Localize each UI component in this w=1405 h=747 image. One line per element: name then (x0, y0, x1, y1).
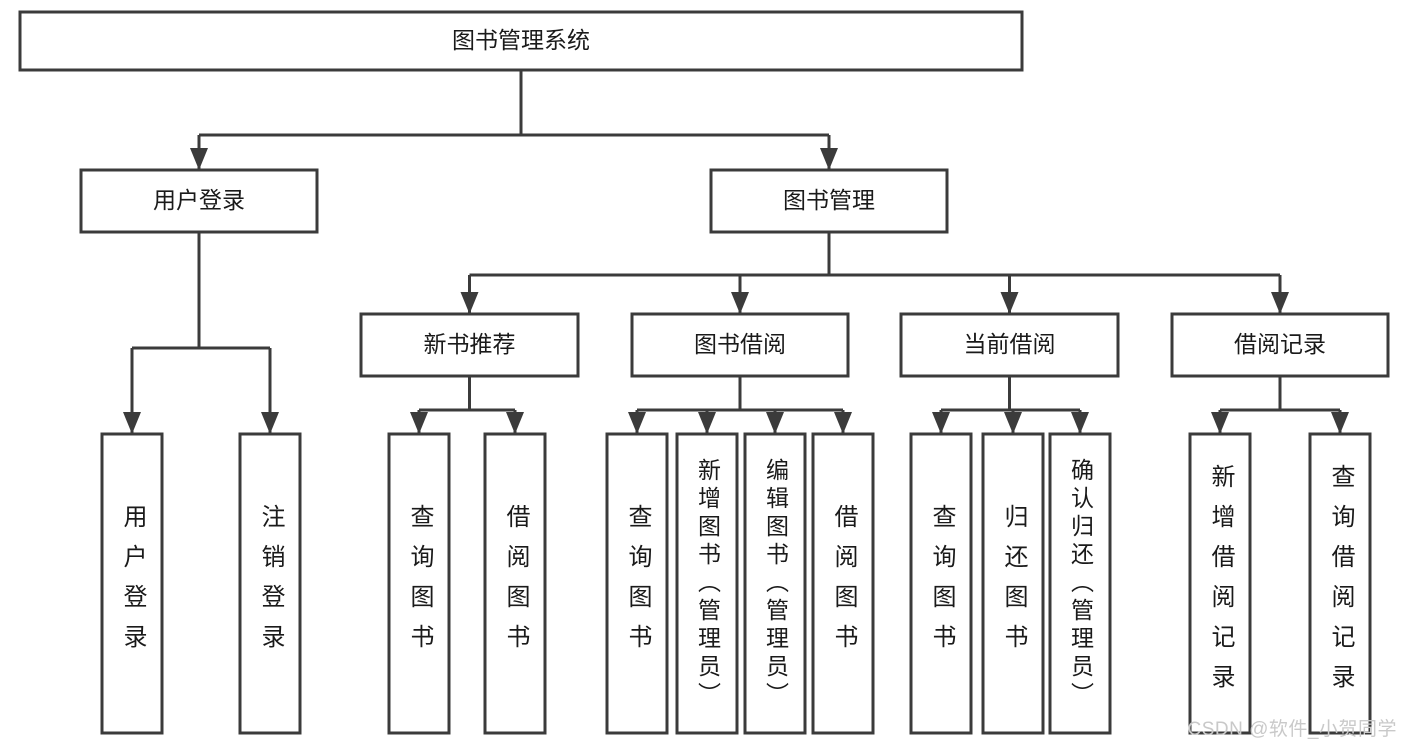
node-box-leaf-borrow-book-2[interactable] (811, 432, 875, 735)
node-box-new-book-recommend[interactable] (359, 312, 580, 378)
arrow-head (410, 412, 428, 434)
node-box-leaf-query-book-1[interactable] (387, 432, 451, 735)
arrow-head (731, 292, 749, 314)
node-box-leaf-add-book[interactable] (675, 432, 739, 735)
node-label-book-manage: 图书管理 (783, 187, 875, 213)
node-label-root: 图书管理系统 (452, 27, 590, 53)
edge-group-user-login (123, 232, 279, 434)
arrow-head (1331, 412, 1349, 434)
arrow-head (698, 412, 716, 434)
edge-group-book-borrow (628, 376, 852, 434)
node-box-user-login[interactable] (79, 168, 319, 234)
node-label-current-borrow: 当前借阅 (964, 331, 1056, 357)
arrow-head (460, 292, 479, 314)
arrow-head (834, 412, 852, 434)
node-label-book-borrow: 图书借阅 (694, 331, 786, 357)
edges-layer (123, 70, 1349, 434)
node-box-borrow-record[interactable] (1170, 312, 1390, 378)
arrow-head (1071, 412, 1089, 434)
arrow-head (261, 412, 279, 434)
node-box-leaf-query-record[interactable] (1308, 432, 1372, 735)
arrow-head (123, 412, 141, 434)
edge-group-borrow-record (1211, 376, 1349, 434)
arrow-head (1004, 412, 1022, 434)
edge-group-root (190, 70, 838, 170)
node-label-borrow-record: 借阅记录 (1234, 331, 1326, 357)
node-label-user-login: 用户登录 (153, 187, 245, 213)
arrow-head (628, 412, 646, 434)
arrow-head (1211, 412, 1229, 434)
edge-group-book-manage (460, 232, 1289, 314)
node-box-current-borrow[interactable] (899, 312, 1120, 378)
node-box-leaf-logout[interactable] (238, 432, 302, 735)
node-box-book-manage[interactable] (709, 168, 949, 234)
node-box-leaf-confirm-return[interactable] (1048, 432, 1112, 735)
arrow-head (766, 412, 784, 434)
arrow-head (1000, 292, 1019, 314)
node-box-leaf-query-book-3[interactable] (909, 432, 973, 735)
node-label-new-book-recommend: 新书推荐 (424, 331, 516, 357)
edge-group-current-borrow (932, 376, 1089, 434)
arrow-head (932, 412, 950, 434)
arrow-head (820, 148, 838, 170)
node-box-leaf-return-book[interactable] (981, 432, 1045, 735)
node-box-leaf-query-book-2[interactable] (605, 432, 669, 735)
arrow-head (190, 148, 208, 170)
node-box-root[interactable] (18, 10, 1024, 72)
node-box-leaf-user-login[interactable] (100, 432, 164, 735)
arrow-head (506, 412, 524, 434)
edge-group-new-book-recommend (410, 376, 524, 434)
watermark: CSDN @软件_小贺同学 (1187, 719, 1397, 740)
boxes-layer (18, 10, 1390, 735)
node-box-leaf-add-record[interactable] (1188, 432, 1252, 735)
node-box-leaf-edit-book[interactable] (743, 432, 807, 735)
node-box-leaf-borrow-book-1[interactable] (483, 432, 547, 735)
arrow-head (1271, 292, 1289, 314)
node-box-book-borrow[interactable] (630, 312, 850, 378)
